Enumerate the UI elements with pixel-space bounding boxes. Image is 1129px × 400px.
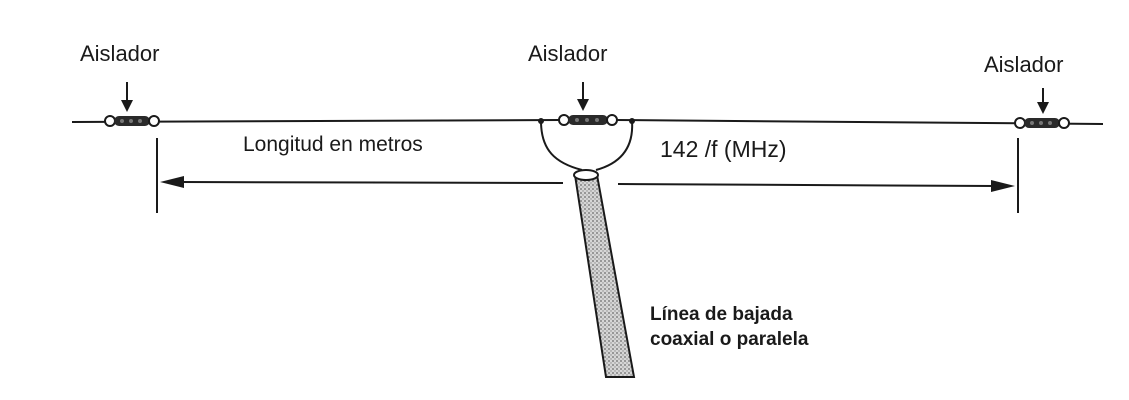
feed-line	[573, 169, 636, 378]
insulator-left	[104, 115, 160, 127]
insulator-center	[558, 114, 618, 126]
formula-label: 142 /f (MHz)	[660, 136, 787, 162]
insulator-pointer-left	[121, 82, 133, 112]
feedline-label-line2: coaxial o paralela	[650, 329, 809, 350]
length-label: Longitud en metros	[243, 133, 423, 156]
dimension-arrow-left	[160, 176, 564, 188]
insulator-pointer-center	[577, 82, 589, 111]
insulator-label-center: Aislador	[528, 41, 607, 66]
feedline-label-line1: Línea de bajada	[650, 304, 793, 325]
insulator-label-right: Aislador	[984, 52, 1063, 77]
insulator-label-left: Aislador	[80, 41, 159, 66]
dimension-arrow-right	[617, 180, 1015, 192]
insulator-right	[1014, 117, 1070, 129]
insulator-pointer-right	[1037, 88, 1049, 114]
feedpoint-wires	[538, 118, 635, 171]
